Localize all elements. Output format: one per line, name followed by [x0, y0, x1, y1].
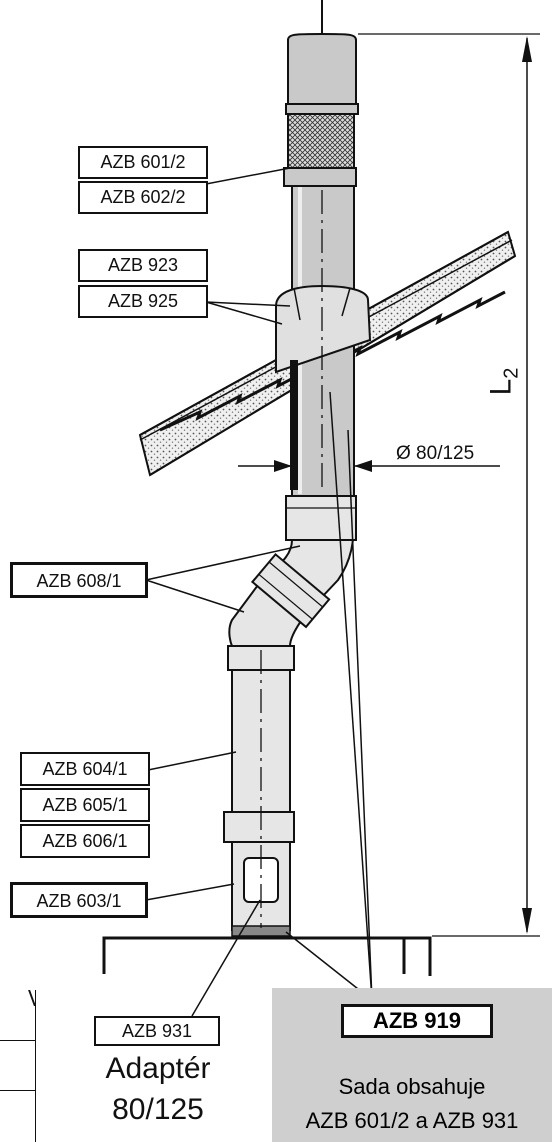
kit-text-line-2: AZB 601/2 a AZB 931	[305, 1108, 519, 1133]
label-azb-605-1: AZB 605/1	[20, 788, 150, 822]
elbow-pipe	[228, 495, 357, 647]
label-azb-606-1: AZB 606/1	[20, 824, 150, 858]
diameter-label: Ø 80/125	[396, 443, 475, 464]
terminal-cap	[283, 33, 359, 187]
diameter-dimension	[238, 460, 500, 472]
label-azb-602-2: AZB 602/2	[78, 181, 208, 214]
adapter-name-line-1: Adaptér	[105, 1052, 211, 1085]
roof-collar	[275, 284, 372, 490]
adapter-name-line-2: 80/125	[112, 1093, 204, 1126]
dimension-label-l2: L2	[484, 368, 523, 396]
label-azb-608-1: AZB 608/1	[10, 562, 148, 598]
dimension-subscript: 2	[500, 367, 523, 379]
label-azb-925: AZB 925	[78, 285, 208, 318]
dimension-letter: L	[484, 378, 518, 396]
partial-table-edge	[0, 990, 36, 1142]
appliance-frame	[102, 936, 432, 976]
label-azb-601-2: AZB 601/2	[78, 146, 208, 179]
label-azb-604-1: AZB 604/1	[20, 752, 150, 786]
dimension-l2	[358, 33, 540, 937]
label-azb-931: AZB 931	[94, 1016, 220, 1046]
lower-pipe	[223, 645, 295, 937]
label-azb-603-1: AZB 603/1	[10, 882, 148, 918]
kit-text-line-1: Sada obsahuje	[338, 1074, 486, 1099]
label-azb-923: AZB 923	[78, 249, 208, 282]
label-azb-919: AZB 919	[341, 1004, 493, 1038]
